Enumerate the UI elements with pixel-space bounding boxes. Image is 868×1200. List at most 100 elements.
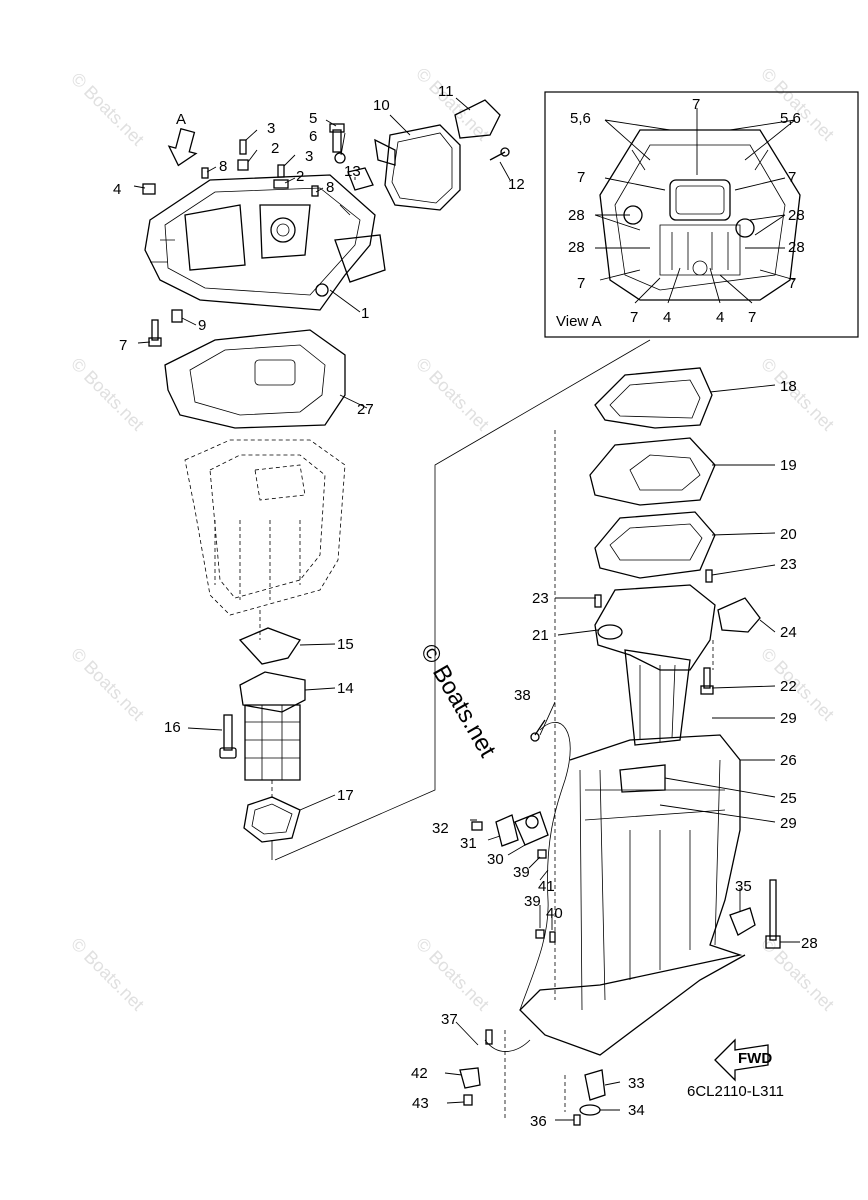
view-a-label: 7 [748,309,756,326]
watermark: © Boats.net [412,934,493,1015]
watermark: © Boats.net [757,354,838,435]
callout-14: 14 [337,680,354,697]
callout-29: 29 [780,710,797,727]
gasket-19-inner [629,454,701,491]
callout-8: 8 [219,158,227,175]
arrow-label: A [176,111,186,128]
view-a-label: 7 [788,275,796,292]
callout-1: 1 [361,305,369,322]
callout-16: 16 [164,719,181,736]
gasket-part [164,329,346,429]
grommet-35-part [729,907,756,936]
silencer-part [347,99,510,211]
fwd-label: FWD [738,1050,772,1067]
view-a-label: 7 [577,275,585,292]
watermark: © Boats.net [757,934,838,1015]
callout-38: 38 [514,687,531,704]
watermark: © Boats.net [757,644,838,725]
view-a-label: 4 [716,309,724,326]
callout-labels: 1 2 2 3 3 4 5 6 7 8 8 9 10 11 12 13 14 1… [113,83,818,1130]
bolt-22-part [703,667,711,689]
callout-34: 34 [628,1102,645,1119]
callout-4: 4 [113,181,121,198]
watermark: © Boats.net [67,644,148,725]
callout-8: 8 [326,179,334,196]
view-a-label: 28 [788,207,805,224]
callout-31: 31 [460,835,477,852]
drive-shaft-housing-part [519,734,746,1056]
callout-5: 5 [309,110,317,127]
exhaust-manifold-part [594,569,761,746]
callout-23: 23 [780,556,797,573]
callout-19: 19 [780,457,797,474]
callout-20: 20 [780,526,797,543]
callout-25: 25 [780,790,797,807]
gasket-19-part [589,437,716,506]
callout-3: 3 [267,120,275,137]
callout-3: 3 [305,148,313,165]
callout-42: 42 [411,1065,428,1082]
callout-18: 18 [780,378,797,395]
view-a-label: 28 [568,239,585,256]
upper-case-part [144,174,386,311]
fwd-arrow: FWD [714,1038,772,1082]
view-a-label: 4 [663,309,671,326]
callout-43: 43 [412,1095,429,1112]
gasket-18-inner [609,379,701,419]
callout-28: 28 [801,935,818,952]
callout-39: 39 [513,864,530,881]
top-hardware [142,123,346,347]
view-a-label: 7 [630,309,638,326]
callout-10: 10 [373,97,390,114]
callout-23: 23 [532,590,549,607]
callout-2: 2 [296,168,304,185]
bolt-16-part [219,714,237,759]
gasket-18-part [594,367,713,429]
watermark: © Boats.net [67,69,148,150]
seal-17-inner [251,803,293,835]
view-arrow: A [167,111,198,167]
callout-26: 26 [780,752,797,769]
callout-7: 7 [119,337,127,354]
watermark: © Boats.net [67,934,148,1015]
diagram-code: 6CL2110-L311 [687,1083,784,1100]
callout-27: 27 [357,401,374,418]
view-a-title: View A [556,313,602,330]
callout-21: 21 [532,627,549,644]
callout-37: 37 [441,1011,458,1028]
bolt-22-head [700,685,714,695]
callout-41: 41 [538,878,555,895]
strainer-part [244,704,301,781]
gasket-15-part [238,627,301,665]
small-hardware [459,719,571,1106]
callout-6: 6 [309,128,317,145]
callout-12: 12 [508,176,525,193]
gasket-20-inner [609,523,703,561]
leader-lines [133,97,800,1121]
view-a-label: 7 [788,169,796,186]
view-a-label: 7 [692,96,700,113]
washer-34-part [579,1104,601,1116]
bolt-28-part [769,879,777,941]
nut-33-part [584,1069,606,1101]
callout-11: 11 [438,83,454,100]
callout-17: 17 [337,787,354,804]
callout-29: 29 [780,815,797,832]
callout-33: 33 [628,1075,645,1092]
callout-30: 30 [487,851,504,868]
gasket-20-part [594,511,716,579]
callout-36: 36 [530,1113,547,1130]
exhaust-guide-part [184,439,346,616]
callout-24: 24 [780,624,797,641]
callout-9: 9 [198,317,206,334]
callout-13: 13 [344,163,361,180]
watermark: © Boats.net [757,64,838,145]
plate-14-part [239,671,306,713]
bolt-36-part [573,1114,581,1126]
view-a-label: 7 [577,169,585,186]
callout-2: 2 [271,140,279,157]
center-watermark: © Boats.net [415,640,501,763]
callout-32: 32 [432,820,449,837]
watermark: © Boats.net [412,64,493,145]
